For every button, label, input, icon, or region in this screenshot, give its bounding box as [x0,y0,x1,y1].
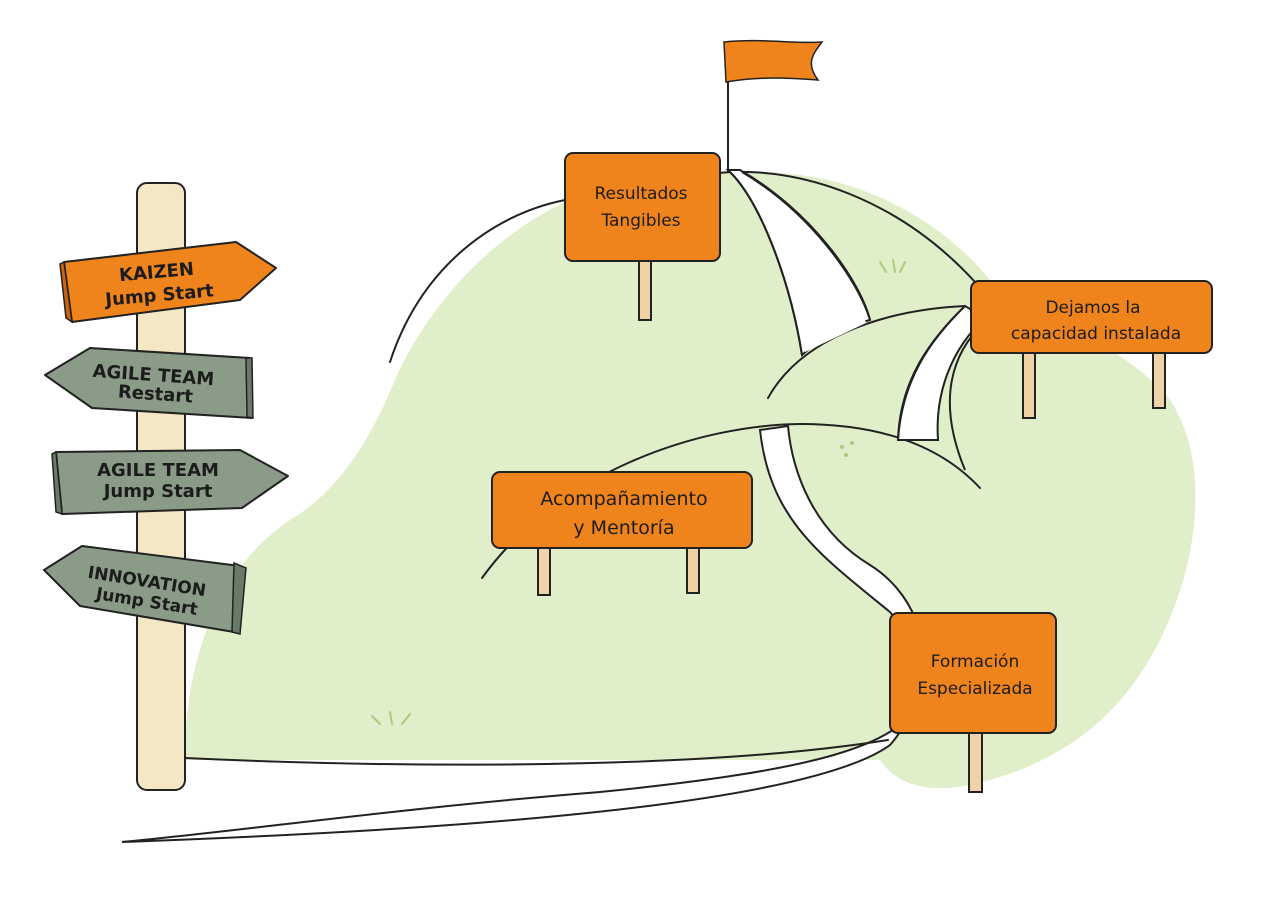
sign-agile-restart: AGILE TEAM Restart [44,347,254,419]
board-capacidad-line2: capacidad instalada [1011,324,1181,344]
road-middle-fill [902,310,980,437]
road [121,424,926,843]
board-formacion-line1: Formación [931,652,1020,672]
board-acompanamiento-line1: Acompañamiento [540,488,707,510]
sign-agile-jumpstart: AGILE TEAM Jump Start [51,449,289,516]
road-upper-edge2 [741,171,871,321]
grass-tuft-icon [879,259,906,273]
grass-tuft-icon [371,711,411,725]
sign-kaizen: KAIZEN Jump Start [59,241,277,324]
road-middle-edge [897,305,966,441]
ground-line [184,739,889,766]
board-acompanamiento: Acompañamiento y Mentoría [491,471,753,596]
board-resultados-line2: Tangibles [600,211,680,231]
board-formacion: Formación Especializada [889,612,1057,793]
board-capacidad: Dejamos la capacidad instalada [970,280,1213,419]
road-upper-edge [727,169,803,356]
sign-agile-restart-line2: Restart [117,381,194,407]
flag-icon [723,39,824,172]
board-formacion-line2: Especializada [917,679,1032,699]
road-upper-fill [735,173,866,352]
board-acompanamiento-line2: y Mentoría [573,517,674,539]
sign-agile-jumpstart-line1: AGILE TEAM [97,460,219,481]
sign-agile-jumpstart-line2: Jump Start [102,481,213,502]
board-resultados-line1: Resultados [595,184,688,204]
board-resultados: Resultados Tangibles [564,152,721,321]
board-capacidad-line1: Dejamos la [1045,298,1140,318]
grass-dots [840,441,854,457]
